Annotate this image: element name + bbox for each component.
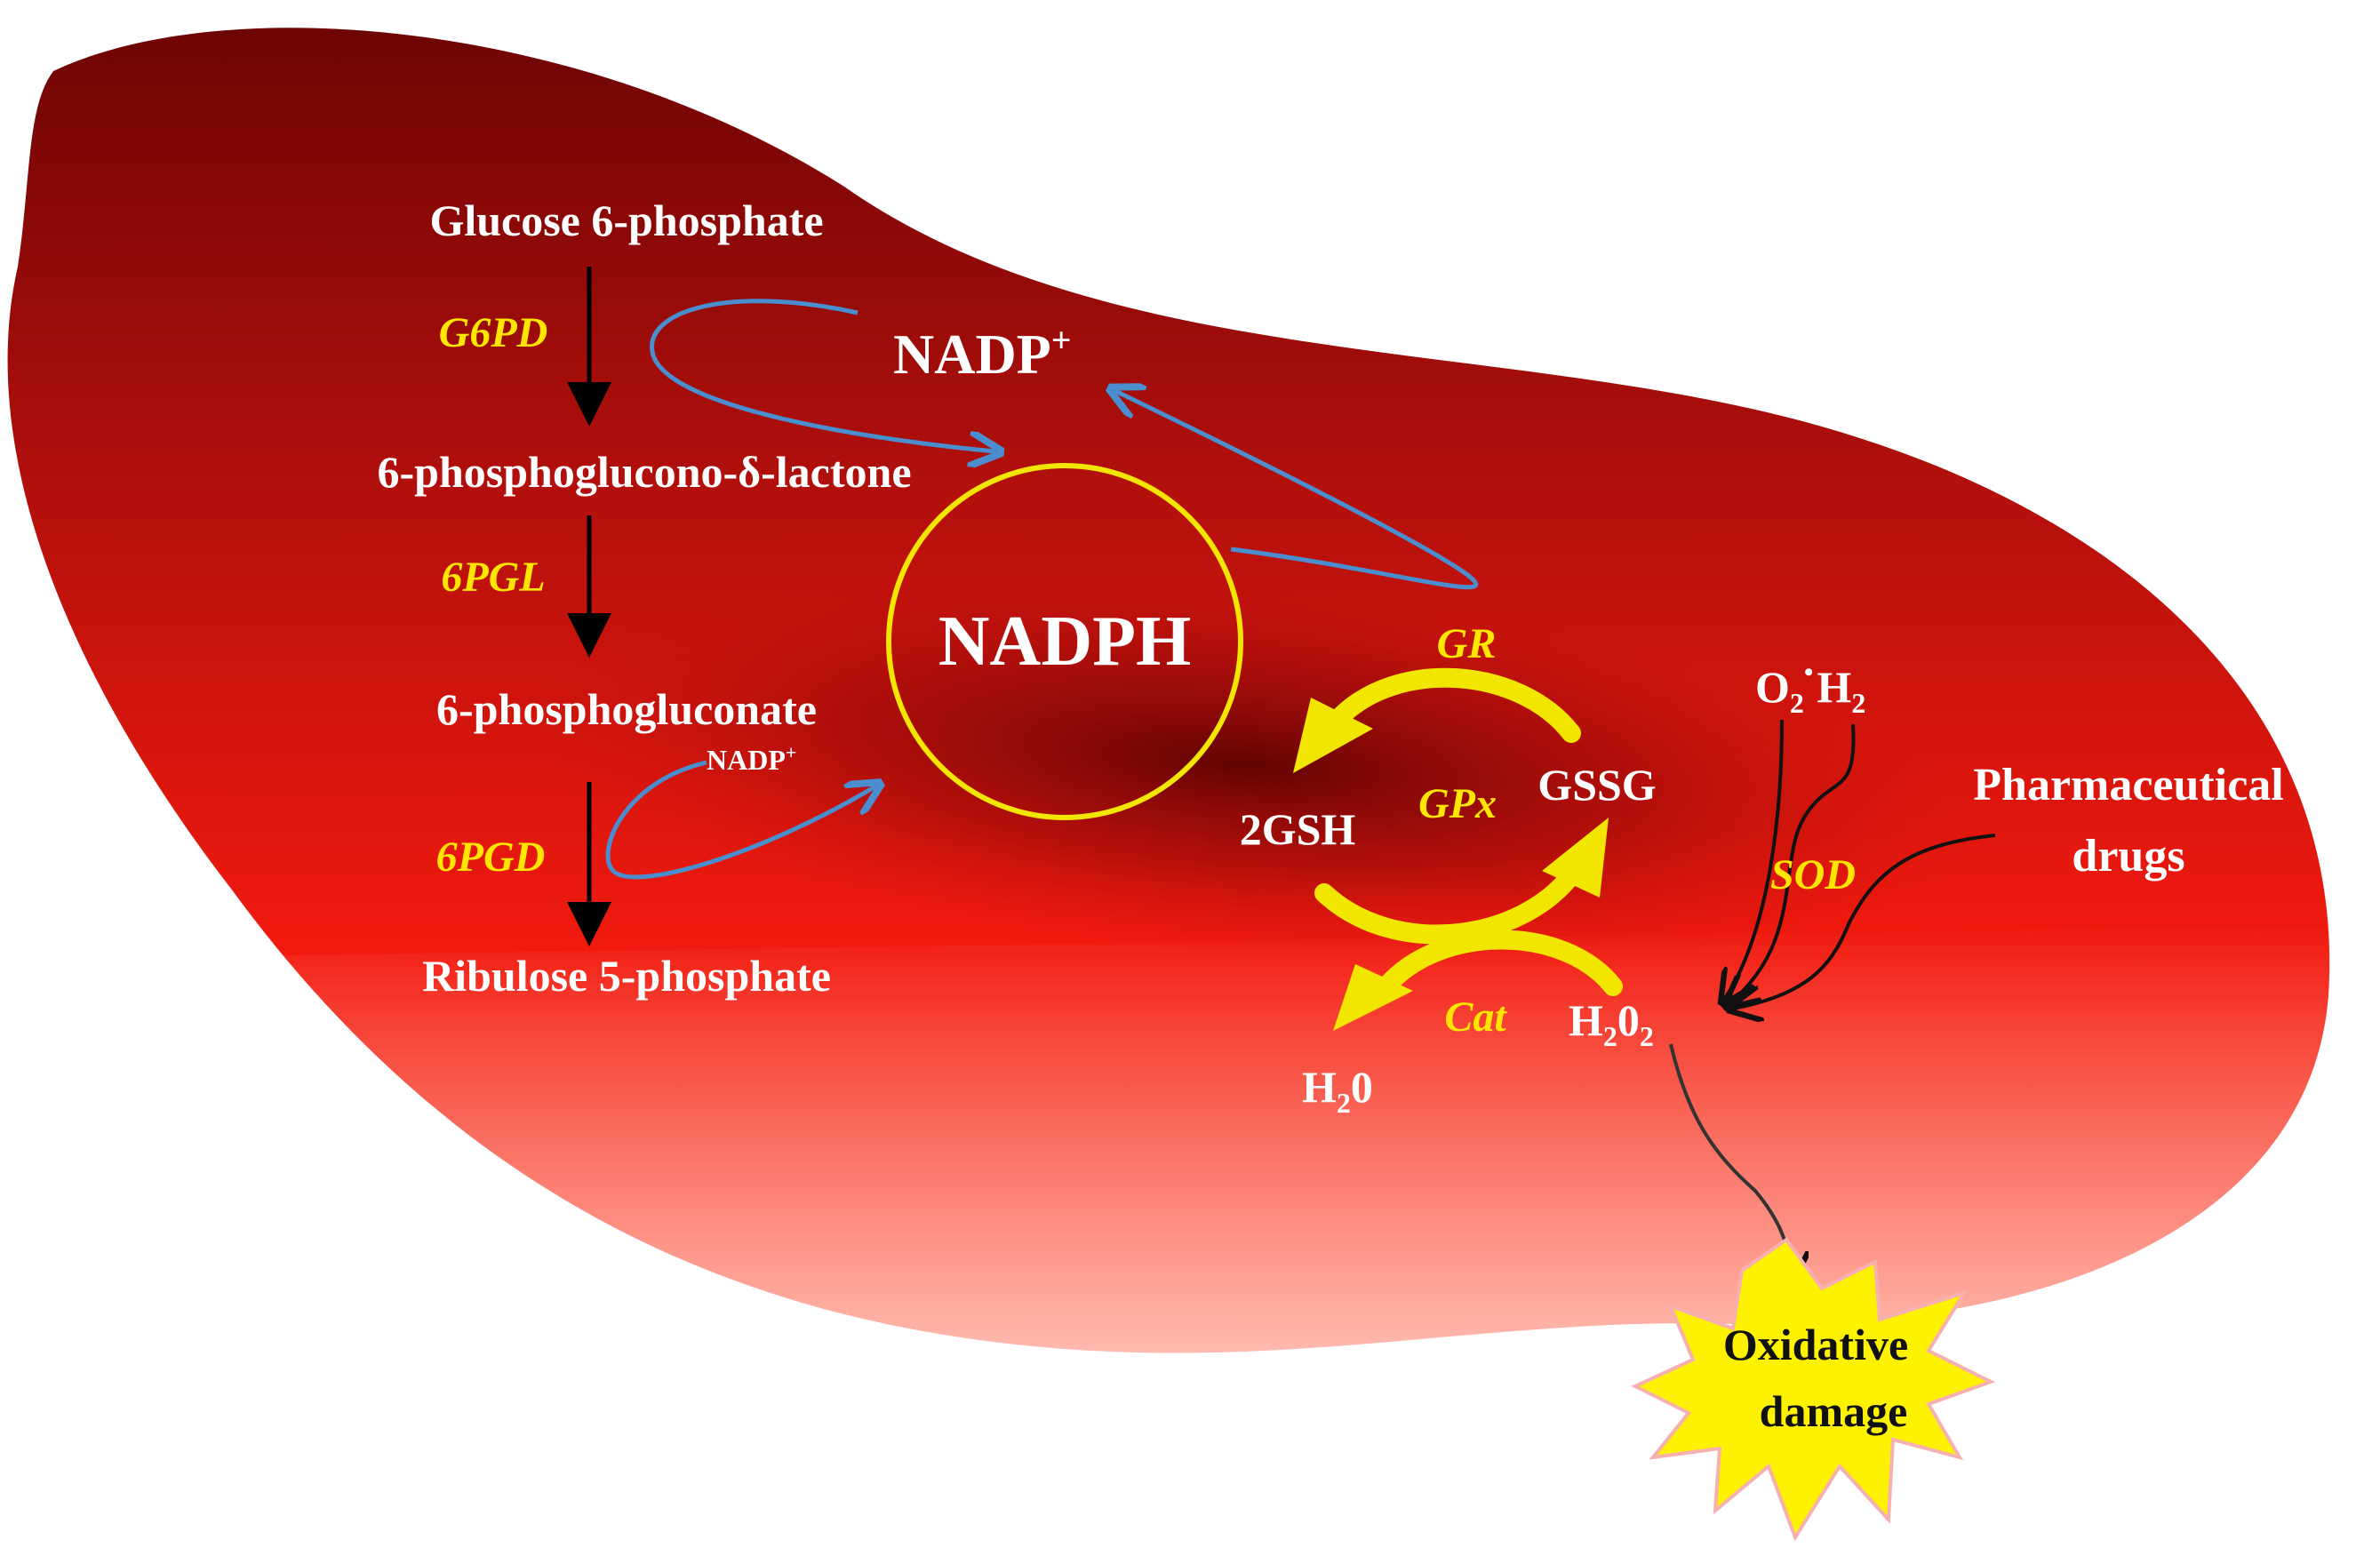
h2o-sub: 2 bbox=[1337, 1087, 1351, 1119]
ribulose-5-phosphate-label: Ribulose 5-phosphate bbox=[422, 951, 831, 1001]
gsh-label: 2GSH bbox=[1240, 804, 1356, 854]
gpx-arc-arrow bbox=[1314, 857, 1587, 945]
drugs-label-line1: Pharmaceutical bbox=[1973, 760, 2283, 810]
superoxide-label: O2•H2 bbox=[1755, 658, 1865, 719]
h2-arrow bbox=[1729, 723, 1856, 1004]
gssg-label: GSSG bbox=[1537, 760, 1656, 810]
nadp-small-label: NADP+ bbox=[707, 741, 796, 776]
nadp-small-text: NADP bbox=[707, 744, 786, 776]
6-phosphogluconate-label: 6-phosphogluconate bbox=[436, 684, 817, 734]
nadp-main-label: NADP+ bbox=[893, 320, 1072, 386]
superoxide-arrow bbox=[1724, 719, 1784, 1000]
o2-sub: 2 bbox=[1790, 687, 1804, 719]
cat-arc-arrow bbox=[1377, 930, 1623, 996]
h2o2-o: 0 bbox=[1617, 995, 1640, 1045]
drugs-label-line2: drugs bbox=[2072, 831, 2184, 882]
nadph-return-arrow bbox=[1115, 391, 1479, 590]
nadp-main-text: NADP bbox=[893, 323, 1051, 386]
6pgd-enzyme-label: 6PGD bbox=[436, 834, 546, 881]
nadp-small-superscript: + bbox=[786, 741, 797, 763]
oxidative-damage-line1: Oxidative bbox=[1723, 1320, 1908, 1369]
o2-h: H bbox=[1817, 662, 1851, 712]
gr-arc-arrow bbox=[1328, 667, 1581, 743]
gpx-enzyme-label: GPx bbox=[1418, 780, 1497, 827]
h2o2-sub2: 2 bbox=[1640, 1020, 1654, 1052]
sod-enzyme-label: SOD bbox=[1770, 851, 1856, 898]
oxidative-damage-burst bbox=[1631, 1237, 1996, 1542]
h2o2-label: H202 bbox=[1569, 995, 1654, 1052]
h2o2-sub1: 2 bbox=[1603, 1020, 1617, 1052]
cell-center-dish bbox=[508, 563, 1980, 966]
nadp-recycle-arrow-top bbox=[650, 299, 995, 451]
gr-arrowhead bbox=[1293, 698, 1373, 773]
cat-enzyme-label: Cat bbox=[1444, 993, 1507, 1041]
6pgl-enzyme-label: 6PGL bbox=[441, 554, 545, 601]
h2o-o: 0 bbox=[1351, 1062, 1373, 1112]
h2o2-h: H bbox=[1569, 995, 1603, 1045]
nadph-circle bbox=[886, 463, 1243, 820]
oxidative-damage-line2: damage bbox=[1760, 1386, 1908, 1436]
h2o-h: H bbox=[1302, 1062, 1337, 1112]
h2o-label: H20 bbox=[1302, 1062, 1373, 1119]
drugs-arrow bbox=[1733, 834, 1996, 1009]
glucose-6-phosphate-label: Glucose 6-phosphate bbox=[429, 195, 823, 245]
cell-bottom-fade bbox=[0, 924, 2380, 1552]
nadp-recycle-arrow-small bbox=[605, 760, 875, 880]
gpx-arrowhead bbox=[1542, 818, 1609, 898]
o2-hsub: 2 bbox=[1851, 687, 1865, 719]
gr-enzyme-label: GR bbox=[1437, 620, 1497, 667]
o2-o: O bbox=[1755, 662, 1790, 712]
nadph-label: NADPH bbox=[938, 602, 1191, 681]
nadp-main-superscript: + bbox=[1051, 320, 1072, 360]
cat-arrowhead bbox=[1333, 964, 1413, 1031]
o2-dot: • bbox=[1804, 658, 1814, 687]
g6pd-enzyme-label: G6PD bbox=[439, 309, 548, 356]
lactone-label: 6-phosphoglucono-δ-lactone bbox=[377, 447, 911, 497]
